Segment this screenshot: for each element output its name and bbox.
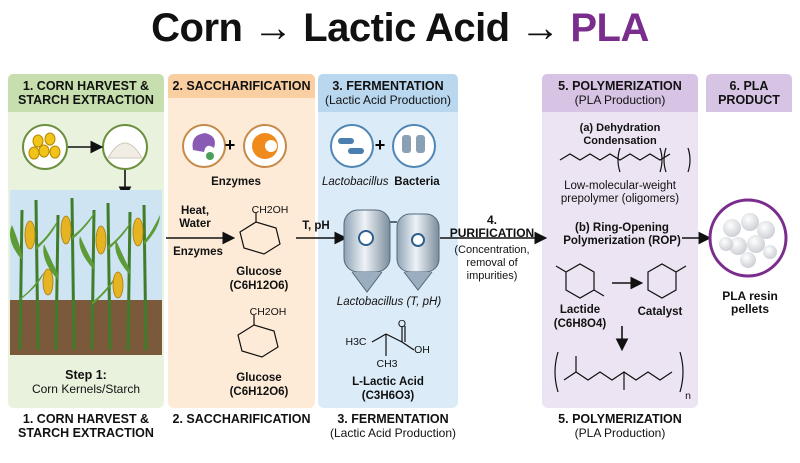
- glucose-structure-1: [239, 212, 281, 255]
- panel-polymerization: [542, 74, 698, 408]
- pla-pellets-image: [708, 198, 788, 278]
- enzymes-arrow-label: Enzymes: [173, 246, 223, 258]
- lactic-ch3: CH3: [376, 358, 398, 370]
- tph-label: T, pH: [302, 220, 330, 232]
- catalyst-structure: [647, 263, 687, 299]
- stage5-header-title: 5. POLYMERIZATION: [558, 79, 682, 93]
- stage6-header: 6. PLA PRODUCT: [706, 74, 792, 112]
- step1-text: Corn Kernels/Starch: [31, 382, 141, 396]
- glucose2-formula: (C6H12O6): [229, 386, 289, 398]
- stage1-header: 1. CORN HARVEST & STARCH EXTRACTION: [8, 74, 164, 112]
- pla-polymer-structure: [554, 351, 684, 393]
- route-a-label: (a) Dehydration Condensation: [579, 122, 661, 147]
- stage2-bottom-label: 2. SACCHARIFICATION: [172, 412, 311, 426]
- pla-pellets-label: PLA resin pellets: [722, 289, 778, 316]
- stage5-bottom-sub: (PLA Production): [574, 426, 666, 440]
- stage3-bottom-sub: (Lactic Acid Production): [329, 426, 457, 440]
- lactobacillus-label: Lactobacillus: [322, 176, 389, 188]
- glucose1-formula: (C6H12O6): [229, 280, 289, 292]
- corn-field-illustration: [9, 190, 162, 355]
- step1-title: Step 1:: [65, 368, 107, 382]
- title-pla: PLA: [570, 6, 649, 50]
- stage5-header-sub: (PLA Production): [574, 93, 666, 107]
- starch-powder-icon: [102, 124, 148, 170]
- lactic-oh: OH: [414, 344, 430, 356]
- stage5-header: 5. POLYMERIZATION (PLA Production): [542, 74, 698, 112]
- bacteria-label: Bacteria: [394, 176, 440, 188]
- purification-note: (Concentration, removal of impurities): [454, 244, 530, 282]
- page-title: Corn → Lactic Acid → PLA: [0, 6, 800, 51]
- lactic-acid-formula: (C3H6O3): [361, 390, 415, 402]
- lactide-structure: [555, 263, 605, 299]
- stage3-header: 3. FERMENTATION (Lactic Acid Production): [318, 74, 458, 112]
- stage5-bottom-label: 5. POLYMERIZATION (PLA Production): [542, 412, 698, 440]
- lactide-label: Lactide: [559, 304, 601, 316]
- lactic-h3c: H3C: [345, 336, 367, 348]
- svg-text:+: +: [225, 135, 236, 155]
- stage3-header-title: 3. FERMENTATION: [332, 79, 444, 93]
- enzyme-purple-icon: [182, 124, 226, 168]
- heat-water-label: Heat, Water: [179, 205, 211, 230]
- prepolymer-structure: [559, 147, 691, 173]
- polymer-n: n: [685, 390, 691, 402]
- stage1-bottom-label: 1. CORN HARVEST & STARCH EXTRACTION: [18, 412, 154, 440]
- svg-text:+: +: [375, 135, 386, 155]
- purification-label: 4. PURIFICATION: [449, 213, 535, 240]
- stage3-bottom-title: 3. FERMENTATION: [337, 412, 449, 426]
- title-main: Corn → Lactic Acid →: [151, 6, 571, 50]
- lactic-acid-structure: [371, 326, 415, 356]
- bioreactor-icon: [392, 124, 436, 168]
- glucose1-label: Glucose: [236, 266, 282, 278]
- fermentation-tanks-illustration: [343, 209, 440, 293]
- lactic-acid-label: L-Lactic Acid: [352, 376, 424, 388]
- glucose2-ch2oh: CH2OH: [249, 306, 287, 318]
- stage3-header-sub: (Lactic Acid Production): [324, 93, 452, 107]
- stage3-bottom-label: 3. FERMENTATION (Lactic Acid Production): [318, 412, 468, 440]
- catalyst-label: Catalyst: [637, 306, 683, 318]
- lactide-formula: (C6H8O4): [553, 318, 607, 330]
- glucose-structure-2: [237, 315, 279, 358]
- route-a-desc: Low-molecular-weight prepolymer (oligome…: [560, 180, 680, 205]
- stage5-bottom-title: 5. POLYMERIZATION: [558, 412, 682, 426]
- lactic-o: O: [397, 318, 407, 330]
- enzyme-orange-icon: [243, 124, 287, 168]
- glucose1-ch2oh: CH2OH: [251, 204, 289, 216]
- enzymes-label: Enzymes: [211, 176, 261, 188]
- stage2-header: 2. SACCHARIFICATION: [168, 74, 315, 98]
- route-b-label: (b) Ring-Opening Polymerization (ROP): [563, 222, 681, 247]
- corn-kernels-icon: [22, 124, 68, 170]
- glucose2-label: Glucose: [236, 372, 282, 384]
- tank-label: Lactobacillus (T, pH): [336, 296, 442, 308]
- lactobacillus-icon: [330, 124, 374, 168]
